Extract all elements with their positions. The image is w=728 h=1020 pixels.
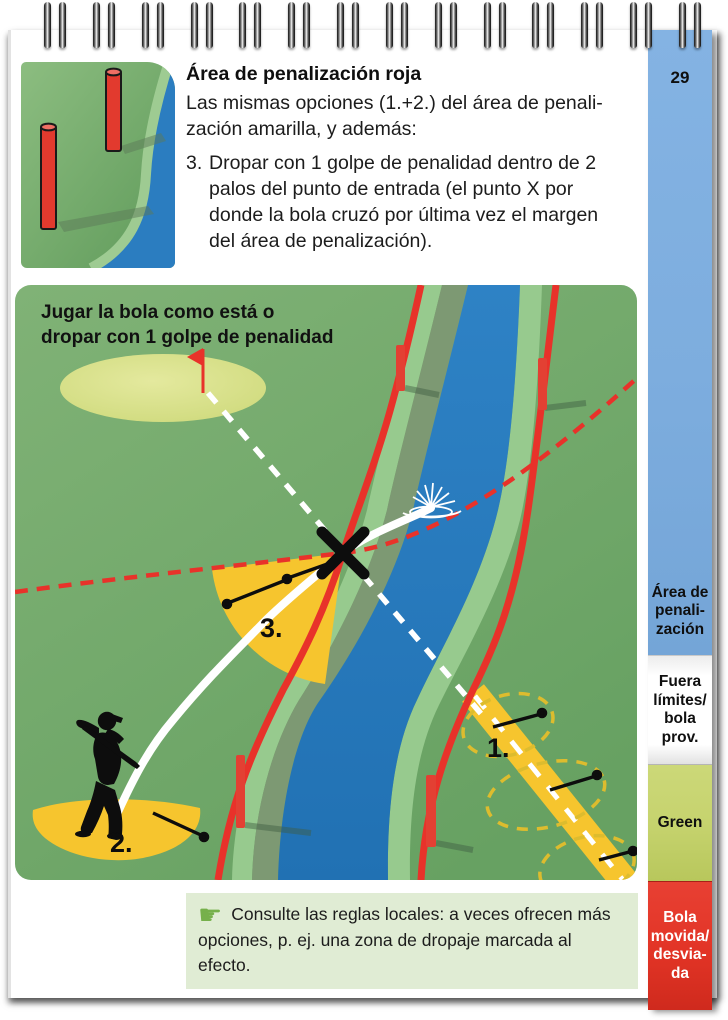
binding-ring [352,2,360,48]
tab-green-label: Green [657,813,703,831]
binding-ring [596,2,604,48]
binding-ring [434,2,442,48]
binding-ring [645,2,653,48]
option2-label: 2. [110,828,133,858]
mini-water [93,62,175,268]
mini-stake-shadow [58,206,154,232]
binding-ring [483,2,491,48]
penalty-area-diagram-svg: Jugar la bola como está o dropar con 1 g… [15,285,637,880]
binding-ring [303,2,311,48]
local-rules-note-text: Consulte las reglas locales: a veces ofr… [198,904,611,975]
diagram-caption-line2: dropar con 1 golpe de penalidad [41,327,333,348]
entry-point-x-mark [316,526,370,580]
binding-ring [630,2,638,48]
binding-ring [205,2,213,48]
rule-item-3-number: 3. [186,152,203,174]
binding-ring [92,2,100,48]
putting-green [60,354,266,422]
tab-fuera-limites-bola-prov: Fuera límites/ bola prov. [648,655,712,764]
tab-green: Green [648,764,712,881]
booklet-page: Área de penalización roja Las mismas opc… [8,30,717,998]
binding-ring [532,2,540,48]
river-bank-light-right [387,285,542,880]
rule-item-3-text: Dropar con 1 golpe de penalidad dentro d… [209,152,599,252]
tab-fuera-limites-label: Fuera límites/ bola prov. [653,673,707,746]
intro-line-2: zación amarilla, y además: [186,118,417,140]
water-splash [402,482,462,519]
binding-ring [141,2,149,48]
binding-ring [59,2,66,48]
river [278,285,520,880]
river-bank-dark [252,285,468,880]
binding-ring [156,2,164,48]
flagstick [187,348,205,393]
option3-label: 3. [260,613,283,643]
option1-label: 1. [487,733,510,763]
rule-text-block: Área de penalización roja Las mismas opc… [186,62,651,254]
page-number: 29 [670,68,690,87]
mini-red-stake [40,122,57,230]
golf-club [82,725,140,769]
binding-ring [107,2,115,48]
spiral-binding [0,0,728,52]
page-title: Área de penalización roja [186,63,422,85]
binding-ring [581,2,589,48]
binding-ring [337,2,345,48]
red-stakes-illustration [21,62,175,268]
river-bank-light-left [232,285,442,880]
tab-area-penalizacion: 29 Área de penali- zación [648,30,712,655]
mini-water-bank [88,62,174,268]
red-stakes [236,345,587,853]
pointing-hand-icon: ☛ [198,900,223,930]
binding-ring [288,2,296,48]
mini-red-stake [105,67,122,152]
binding-ring [254,2,262,48]
diagram-caption-line1: Jugar la bola como está o [41,302,274,323]
binding-ring [190,2,198,48]
tab-bola-movida-desviada: Bola movida/ desvia- da [648,881,712,1010]
tab-bola-movida-label: Bola movida/ desvia- da [650,909,710,982]
mini-stake-shadow [121,133,166,154]
tab-area-penalizacion-label: Área de penali- zación [651,583,709,638]
red-stakes-svg [21,62,175,268]
binding-ring [694,2,701,48]
binding-ring [385,2,393,48]
side-tab-index: 29 Área de penali- zación Fuera límites/… [648,30,712,1010]
binding-ring [400,2,408,48]
binding-ring [449,2,457,48]
binding-ring [44,2,51,48]
penalty-area-diagram: Jugar la bola como está o dropar con 1 g… [15,285,637,880]
golfer-silhouette [75,711,140,840]
rule-item-3: 3. Dropar con 1 golpe de penalidad dentr… [186,150,651,254]
binding-ring [547,2,555,48]
binding-ring [239,2,247,48]
intro-line-1: Las mismas opciones (1.+2.) del área de … [186,92,603,114]
local-rules-note: ☛Consulte las reglas locales: a veces of… [186,893,638,989]
binding-ring [498,2,506,48]
binding-ring [679,2,686,48]
